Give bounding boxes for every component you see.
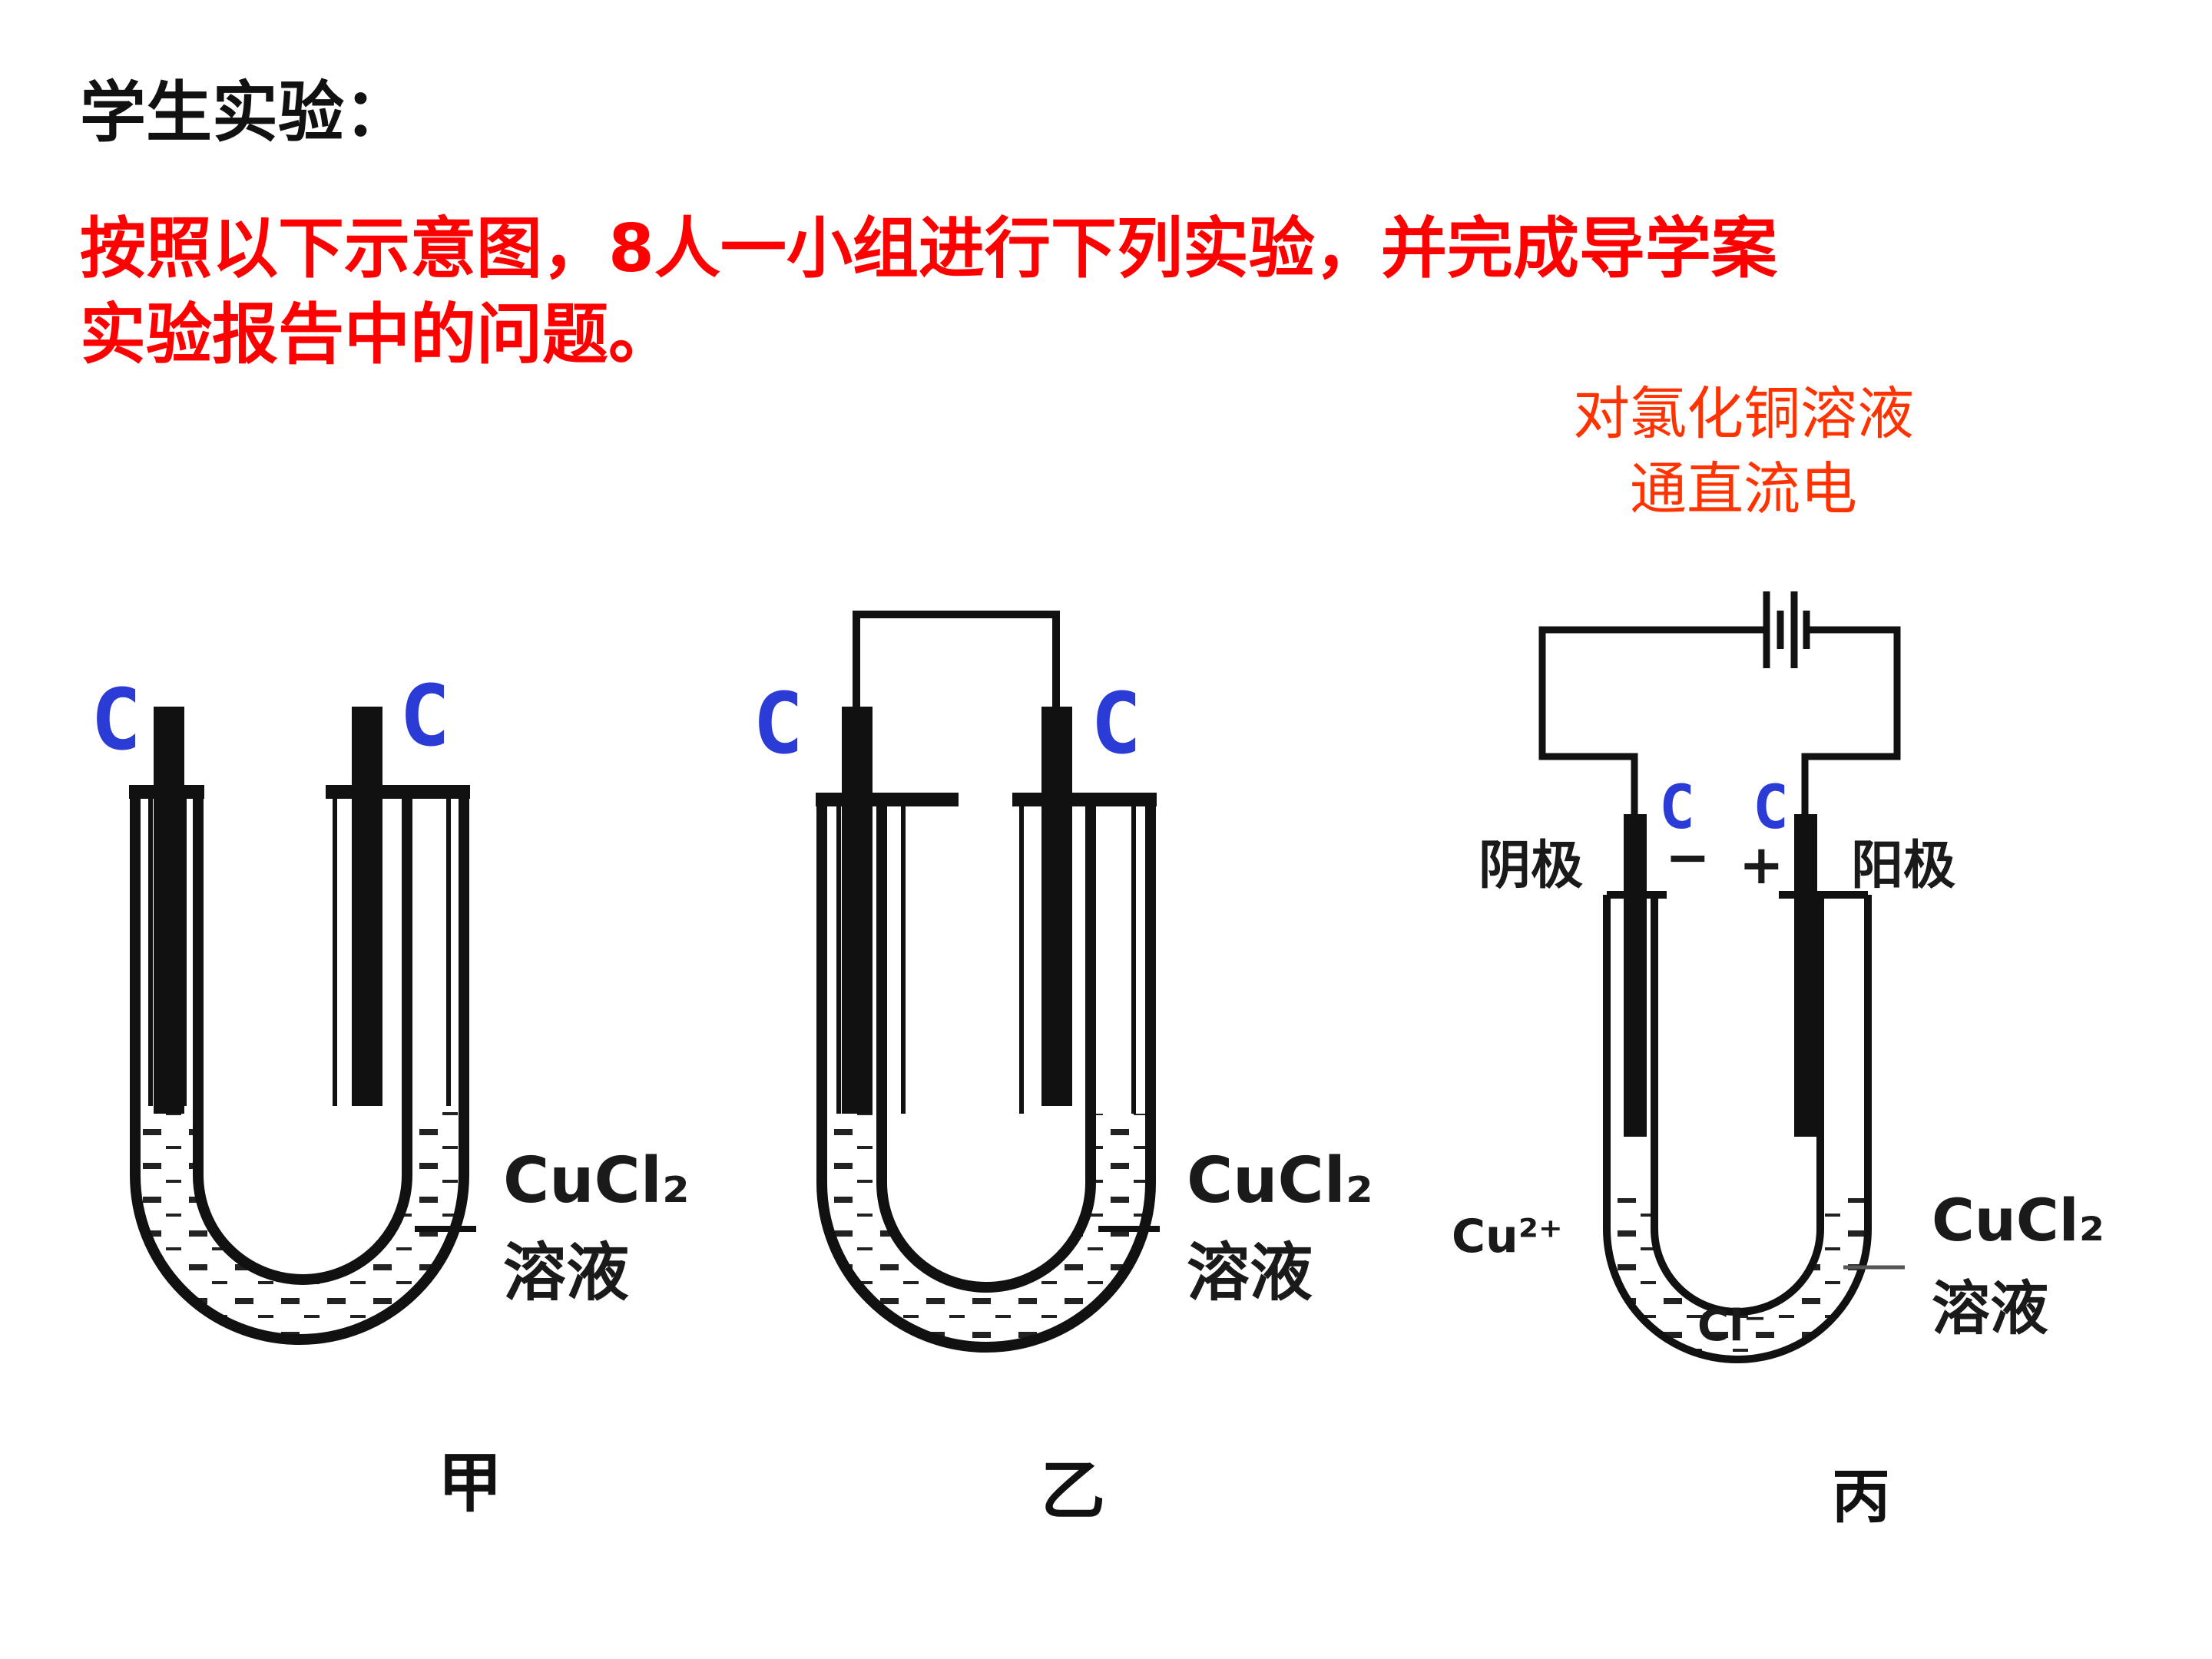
instruction-line-1: 按照以下示意图，8人一小组进行下列实验，并完成导学案: [80, 210, 1777, 287]
yi-connecting-wire: [853, 611, 1060, 714]
yi-solution-formula: CuCl₂: [1187, 1144, 1373, 1217]
jia-right-electrode: [352, 707, 382, 1106]
bing-left-electrode-label: C: [1659, 773, 1695, 843]
bing-solution-word: 溶液: [1932, 1274, 2048, 1343]
instruction-line-2: 实验报告中的问题。: [80, 296, 674, 373]
bing-plus-sign: +: [1739, 833, 1784, 896]
bing-solution-formula: CuCl₂: [1932, 1186, 2104, 1254]
bing-minus-sign: −: [1665, 826, 1710, 889]
jia-caption: 甲: [438, 1445, 502, 1521]
yi-left-electrode: [842, 707, 873, 1114]
yi-right-electrode: [1041, 707, 1072, 1106]
instruction-text: 按照以下示意图，8人一小组进行下列实验，并完成导学案 实验报告中的问题。: [80, 206, 2077, 378]
figure-yi: C C CuCl₂ 溶液 乙: [753, 611, 1373, 1528]
yi-u-tube-outer: [816, 799, 1156, 1353]
yi-right-electrode-label: C: [1091, 674, 1141, 773]
bing-circuit-wire-left: [1538, 626, 1767, 814]
jia-left-electrode-label: C: [91, 671, 141, 769]
bing-circuit-wire-right: [1801, 626, 1901, 814]
jia-solution: [135, 1106, 464, 1339]
bing-right-electrode-label: C: [1753, 773, 1789, 843]
jia-u-tube-outer: [130, 791, 469, 1345]
jia-solution-word: 溶液: [503, 1237, 629, 1310]
bing-cathode-label: 阴极: [1479, 836, 1583, 896]
bing-cathode-electrode: [1624, 814, 1647, 1137]
bing-anode-label: 阳极: [1851, 836, 1955, 896]
experiment-note: 对氯化铜溶液 通直流电: [1505, 376, 1982, 527]
yi-solution: [822, 1114, 1151, 1347]
note-line-1: 对氯化铜溶液: [1573, 381, 1914, 447]
yi-solution-word: 溶液: [1187, 1237, 1313, 1310]
yi-left-electrode-label: C: [753, 674, 803, 773]
bing-solution: [1607, 1198, 1868, 1359]
yi-caption: 乙: [1041, 1453, 1105, 1528]
figure-bing: C C 阴极 阳极 − + Cu²⁺ Cl⁻ CuCl₂ 溶液 丙: [1452, 591, 2104, 1531]
jia-left-electrode: [154, 707, 184, 1114]
bing-anode-electrode: [1794, 814, 1817, 1137]
page-heading: 学生实验：: [80, 75, 410, 151]
bing-cation-label: Cu²⁺: [1452, 1210, 1563, 1263]
figure-jia: C C CuCl₂ 溶液 甲: [91, 667, 690, 1521]
note-line-2: 通直流电: [1630, 456, 1857, 522]
bing-caption: 丙: [1832, 1462, 1890, 1531]
jia-solution-formula: CuCl₂: [503, 1144, 690, 1217]
bing-anion-label: Cl⁻: [1697, 1301, 1767, 1351]
jia-u-tube-inner: [193, 791, 412, 1285]
bing-u-tube-outer: [1603, 895, 1872, 1363]
yi-u-tube-inner: [876, 799, 1096, 1293]
battery-icon: [1763, 591, 1810, 668]
jia-right-electrode-label: C: [399, 667, 450, 765]
bing-u-tube-inner: [1651, 895, 1824, 1316]
